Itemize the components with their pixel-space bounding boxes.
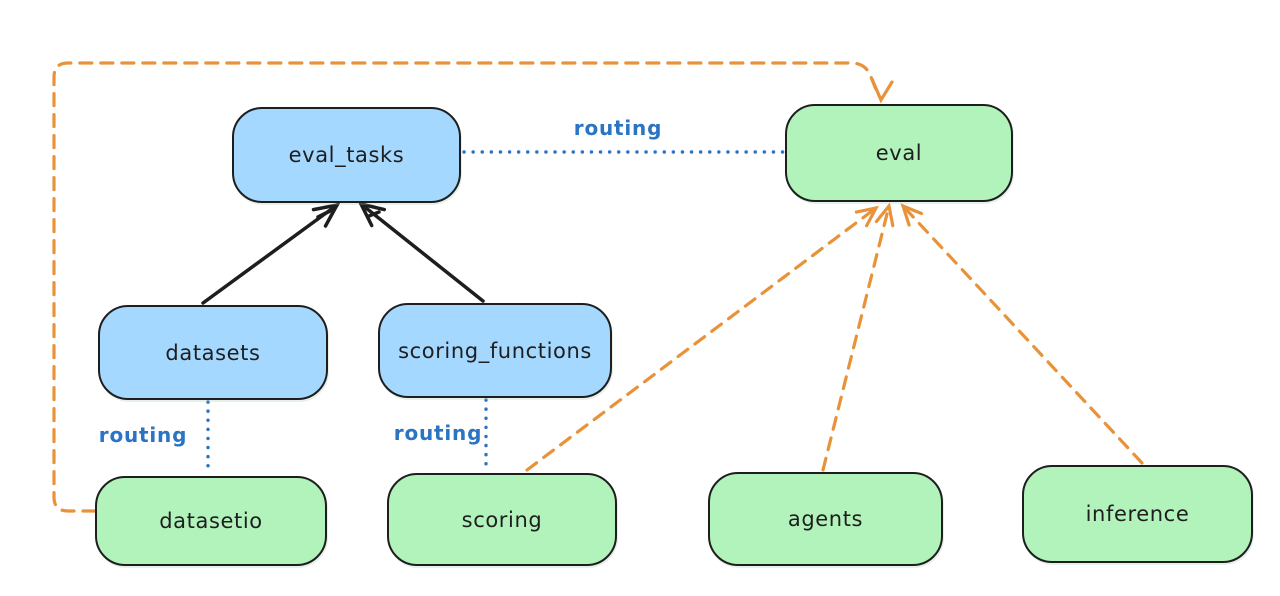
arrowhead bbox=[870, 77, 894, 104]
node-inference[interactable]: inference bbox=[1022, 465, 1253, 563]
routing-label-eval-tasks-eval: routing bbox=[573, 116, 663, 140]
edge-datasets-to-eval-tasks bbox=[201, 202, 341, 305]
arrowhead bbox=[357, 201, 387, 228]
edge-agents-to-eval bbox=[821, 202, 895, 472]
node-eval-label: eval bbox=[875, 141, 923, 165]
node-datasetio-label: datasetio bbox=[159, 509, 263, 533]
routing-label-scoring-functions-scoring: routing bbox=[393, 421, 483, 445]
node-datasets[interactable]: datasets bbox=[98, 305, 328, 400]
arrowhead bbox=[874, 202, 895, 228]
node-scoring-functions-label: scoring_functions bbox=[398, 338, 592, 363]
edge-scoring-functions-to-eval-tasks bbox=[357, 201, 485, 303]
node-eval-tasks[interactable]: eval_tasks bbox=[232, 107, 461, 203]
node-scoring[interactable]: scoring bbox=[387, 473, 617, 566]
node-agents[interactable]: agents bbox=[708, 472, 943, 566]
node-scoring-label: scoring bbox=[461, 507, 543, 532]
edge-datasetio-to-eval bbox=[52, 61, 894, 513]
node-scoring-functions[interactable]: scoring_functions bbox=[378, 303, 612, 398]
node-datasetio[interactable]: datasetio bbox=[95, 476, 327, 566]
arrowhead bbox=[311, 202, 341, 228]
node-eval[interactable]: eval bbox=[785, 104, 1013, 202]
edge-inference-to-eval bbox=[900, 203, 1144, 465]
edge-scoring-to-eval bbox=[525, 205, 880, 472]
routing-label-datasets-datasetio: routing bbox=[98, 423, 188, 447]
arrowhead bbox=[900, 203, 924, 227]
node-datasets-label: datasets bbox=[165, 340, 261, 365]
node-eval-tasks-label: eval_tasks bbox=[288, 143, 405, 167]
arrowhead bbox=[854, 205, 880, 228]
node-inference-label: inference bbox=[1085, 502, 1190, 526]
node-agents-label: agents bbox=[787, 507, 864, 531]
